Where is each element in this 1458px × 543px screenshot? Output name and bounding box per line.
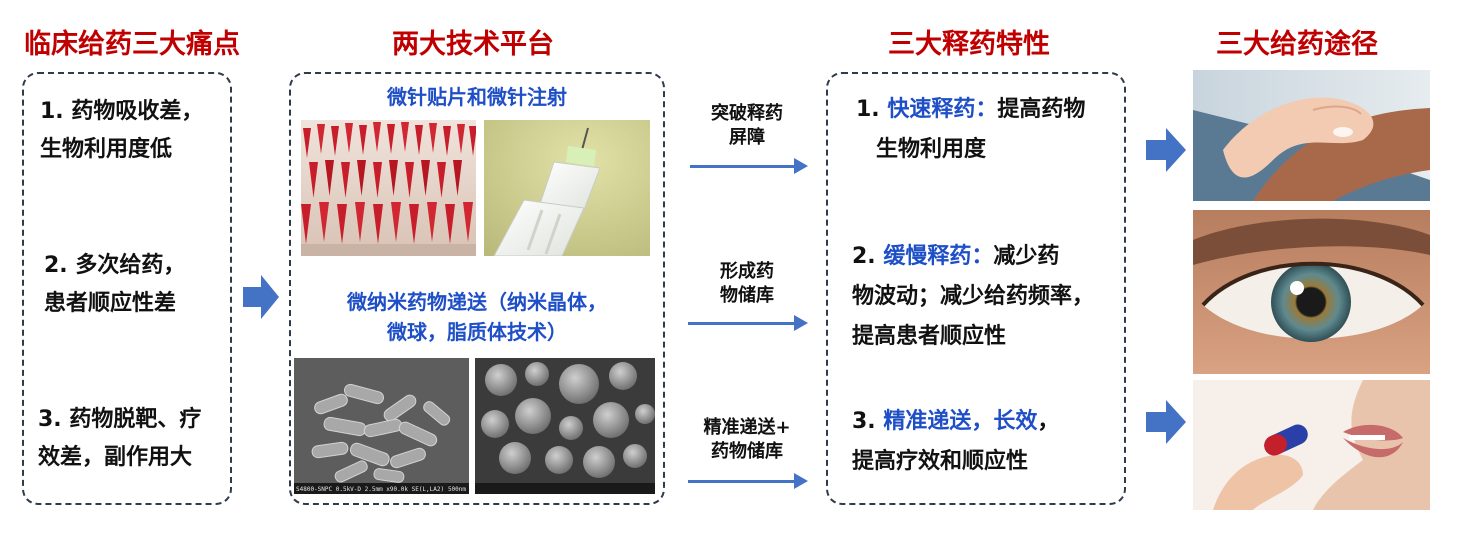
sem-caption: S4800-SNPC 0.5kV-D 2.5mm x90.0k SE(L,LA2… — [296, 486, 445, 493]
heading-release: 三大释药特性 — [888, 29, 1050, 60]
microneedle-injector-image — [484, 120, 650, 256]
feature-3-line2: 提高疗效和顺应性 — [852, 449, 1029, 474]
pain-points-box — [22, 72, 232, 505]
feature-3-rest: ， — [1037, 409, 1060, 434]
microneedle-title: 微针贴片和微针注射 — [387, 85, 567, 109]
feature-3-num: 3. — [852, 409, 884, 434]
sem-nanocrystal-image: S4800-SNPC 0.5kV-D 2.5mm x90.0k SE(L,LA2… — [294, 358, 469, 494]
sem-scale: 500nm — [447, 486, 466, 493]
oral-route-image — [1193, 380, 1430, 510]
feature-2: 2. 缓慢释药：减少药 物波动；减少给药频率， 提高患者顺应性 — [852, 237, 1094, 357]
microspheres-image — [475, 358, 655, 494]
nano-delivery-title-line1: 微纳米药物递送（纳米晶体， — [347, 290, 607, 314]
feature-2-num: 2. — [852, 244, 884, 269]
link-label-1: 突破释药 屏障 — [692, 102, 802, 150]
pain-point-1-line1: 1. 药物吸收差， — [40, 99, 204, 124]
block-arrow-right — [1146, 400, 1186, 444]
feature-1-line2: 生物利用度 — [876, 137, 987, 162]
arrow-2-head — [794, 315, 808, 331]
link-label-2-line1: 形成药 — [720, 261, 774, 282]
pain-point-1-line2: 生物利用度低 — [40, 137, 173, 162]
arrow-1-head — [794, 158, 808, 174]
feature-3-highlight: 精准递送，长效 — [883, 409, 1038, 434]
link-label-3-line2: 药物储库 — [711, 441, 783, 462]
link-label-2: 形成药 物储库 — [692, 260, 802, 308]
feature-2-line3: 提高患者顺应性 — [852, 324, 1007, 349]
nano-delivery-title-line2: 微球，脂质体技术） — [387, 320, 567, 344]
feature-1-highlight: 快速释药： — [887, 97, 998, 122]
arrow-1-line — [690, 165, 794, 168]
pain-point-2-line1: 2. 多次给药， — [44, 253, 186, 278]
pain-point-2: 2. 多次给药， 患者顺应性差 — [44, 247, 185, 323]
link-label-1-line2: 屏障 — [729, 127, 765, 148]
feature-1-rest: 提高药物 — [997, 97, 1086, 122]
pain-point-3-line2: 效差，副作用大 — [38, 445, 193, 470]
link-label-1-line1: 突破释药 — [711, 103, 783, 124]
arrow-3-head — [794, 473, 808, 489]
link-label-2-line2: 物储库 — [720, 285, 774, 306]
pain-point-3: 3. 药物脱靶、疗 效差，副作用大 — [38, 401, 201, 477]
link-label-3-line1: 精准递送+ — [703, 417, 791, 438]
release-features-box — [826, 72, 1126, 505]
platforms-box — [289, 72, 665, 505]
heading-platforms: 两大技术平台 — [392, 29, 554, 60]
block-arrow-right — [1146, 128, 1186, 172]
heading-pain-points: 临床给药三大痛点 — [24, 29, 240, 60]
feature-3: 3. 精准递送，长效， 提高疗效和顺应性 — [852, 402, 1059, 482]
feature-1: 1. 快速释药：提高药物 生物利用度 — [856, 90, 1085, 170]
feature-2-rest: 减少药 — [993, 244, 1060, 269]
nano-delivery-title: 微纳米药物递送（纳米晶体， 微球，脂质体技术） — [291, 287, 663, 347]
microneedle-array-image — [301, 120, 476, 256]
heading-routes: 三大给药途径 — [1216, 29, 1378, 60]
block-arrow-right — [243, 275, 279, 319]
pain-point-3-line1: 3. 药物脱靶、疗 — [38, 407, 202, 432]
link-label-3: 精准递送+ 药物储库 — [688, 416, 806, 464]
arrow-3-line — [688, 480, 794, 483]
eye-route-image — [1193, 210, 1430, 374]
pain-point-1: 1. 药物吸收差， 生物利用度低 — [40, 93, 203, 169]
feature-2-line2: 物波动；减少给药频率， — [852, 284, 1095, 309]
skin-route-image — [1193, 70, 1430, 201]
arrow-2-line — [688, 322, 794, 325]
feature-2-highlight: 缓慢释药： — [883, 244, 994, 269]
pain-point-2-line2: 患者顺应性差 — [44, 291, 177, 316]
feature-1-num: 1. — [856, 97, 888, 122]
